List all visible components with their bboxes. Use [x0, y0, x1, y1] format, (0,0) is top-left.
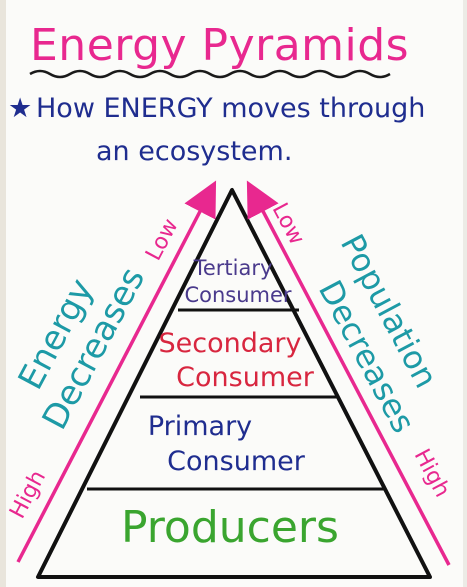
pyramid-outline — [36, 188, 432, 579]
subtitle-line-2: an ecosystem. — [96, 136, 292, 167]
tier-primary-line2: Consumer — [167, 446, 306, 477]
tier-secondary-line2: Consumer — [176, 362, 315, 393]
left-energy-arrow — [16, 180, 217, 563]
right-high-label: High — [409, 445, 455, 501]
right-low-label: Low — [267, 199, 309, 249]
tier-secondary-line1: Secondary — [159, 328, 302, 359]
title-underline — [29, 69, 391, 79]
poster-left-edge — [0, 0, 6, 587]
tier-primary-line1: Primary — [148, 411, 252, 442]
bullet-star-icon: ★ — [8, 93, 32, 124]
poster-right-edge — [463, 0, 467, 587]
tier-producers-label: Producers — [121, 502, 339, 553]
tier-tertiary-line2: Consumer — [184, 283, 291, 307]
poster-title: Energy Pyramids — [30, 20, 409, 71]
subtitle-line-1: How ENERGY moves through — [36, 93, 425, 124]
tier-tertiary-line1: Tertiary — [193, 256, 273, 280]
right-population-arrow — [246, 180, 451, 566]
